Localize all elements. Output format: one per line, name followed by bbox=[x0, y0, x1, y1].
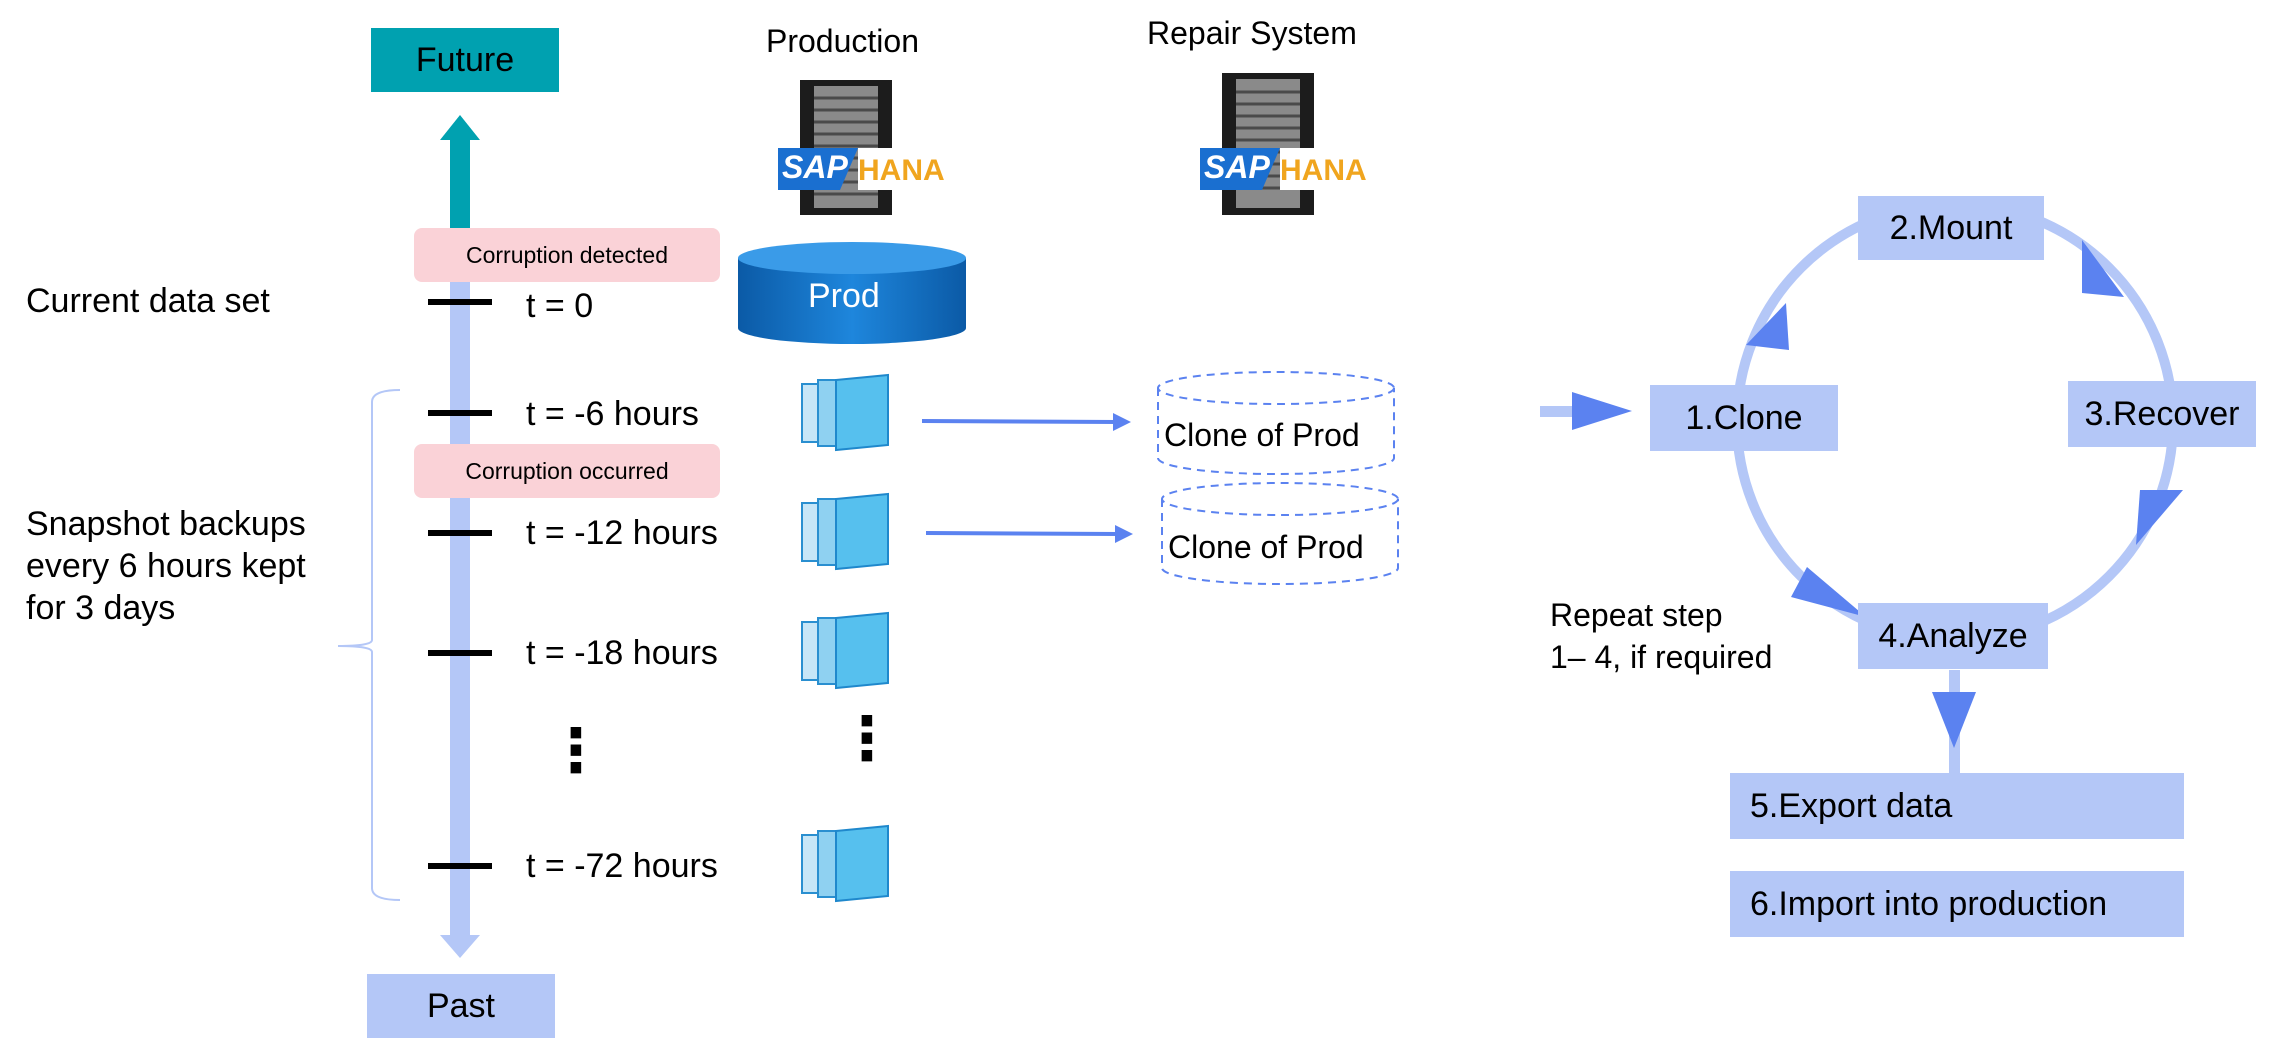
corruption-occurred-badge: Corruption occurred bbox=[414, 444, 720, 498]
snapshot-label-line-1: Snapshot backups bbox=[26, 505, 306, 543]
production-sap-logo-text: SAP bbox=[782, 149, 848, 185]
snapshot-label-line-3: for 3 days bbox=[26, 589, 176, 627]
tick-t72 bbox=[428, 863, 492, 869]
tick-label-t6: t = -6 hours bbox=[526, 395, 699, 433]
repeat-label-line-1: Repeat step bbox=[1550, 597, 1723, 633]
prod-db-label: Prod bbox=[808, 277, 880, 315]
cycle-arrowhead-3 bbox=[2136, 490, 2183, 545]
snapshot-icon-72 bbox=[801, 824, 889, 903]
past-arrow bbox=[440, 238, 480, 958]
tick-label-t18: t = -18 hours bbox=[526, 634, 718, 672]
tick-t6 bbox=[428, 410, 492, 416]
repair-sap-logo-text: SAP bbox=[1204, 149, 1270, 185]
step-mount: 2.Mount bbox=[1858, 196, 2044, 260]
cycle-arrowhead-1 bbox=[1746, 303, 1789, 350]
production-hana-logo-text: HANA bbox=[858, 154, 945, 187]
production-title: Production bbox=[766, 23, 919, 59]
repair-server-icon bbox=[1200, 73, 1346, 215]
clone-arrow-2 bbox=[925, 525, 1133, 543]
prod-database-icon bbox=[738, 242, 966, 344]
snapshot-icon-18 bbox=[801, 611, 889, 690]
clone-cylinder-2 bbox=[1161, 482, 1399, 585]
step-clone: 1.Clone bbox=[1650, 385, 1838, 451]
cycle-entry-arrow bbox=[1540, 392, 1632, 430]
production-server-icon bbox=[778, 80, 924, 215]
snapshot-label-line-2: every 6 hours kept bbox=[26, 547, 306, 585]
snapshot-icon-6 bbox=[801, 373, 889, 452]
clone-label-2: Clone of Prod bbox=[1168, 529, 1364, 565]
past-label: Past bbox=[367, 974, 555, 1038]
tick-label-t72: t = -72 hours bbox=[526, 847, 718, 885]
clone-label-1: Clone of Prod bbox=[1164, 417, 1360, 453]
current-data-set-label: Current data set bbox=[26, 282, 270, 320]
export-arrow bbox=[1932, 670, 1976, 776]
cycle-arrowhead-4 bbox=[1791, 567, 1866, 617]
timeline-ellipsis: ⋮ bbox=[546, 717, 606, 784]
snapshot-brace bbox=[337, 389, 401, 901]
tick-t18 bbox=[428, 650, 492, 656]
clone-cylinder-1 bbox=[1157, 371, 1395, 475]
repeat-label-line-2: 1– 4, if required bbox=[1550, 639, 1773, 675]
repair-system-title: Repair System bbox=[1147, 15, 1357, 51]
tick-label-t12: t = -12 hours bbox=[526, 514, 718, 552]
future-label: Future bbox=[371, 28, 559, 92]
corruption-detected-badge: Corruption detected bbox=[414, 228, 720, 282]
tick-label-t0: t = 0 bbox=[526, 287, 594, 325]
cycle-arrowhead-2 bbox=[2082, 240, 2124, 297]
snapshot-ellipsis: ⋮ bbox=[837, 705, 897, 772]
step-recover: 3.Recover bbox=[2068, 381, 2256, 447]
step-analyze: 4.Analyze bbox=[1858, 603, 2048, 669]
clone-arrow-1 bbox=[921, 413, 1131, 431]
step-export-data: 5.Export data bbox=[1730, 773, 2184, 839]
future-arrow bbox=[440, 115, 480, 238]
snapshot-icon-12 bbox=[801, 492, 889, 571]
tick-t0 bbox=[428, 299, 492, 305]
tick-t12 bbox=[428, 530, 492, 536]
timeline-ticks bbox=[428, 299, 492, 869]
step-import-production: 6.Import into production bbox=[1730, 871, 2184, 937]
repair-hana-logo-text: HANA bbox=[1280, 154, 1367, 187]
